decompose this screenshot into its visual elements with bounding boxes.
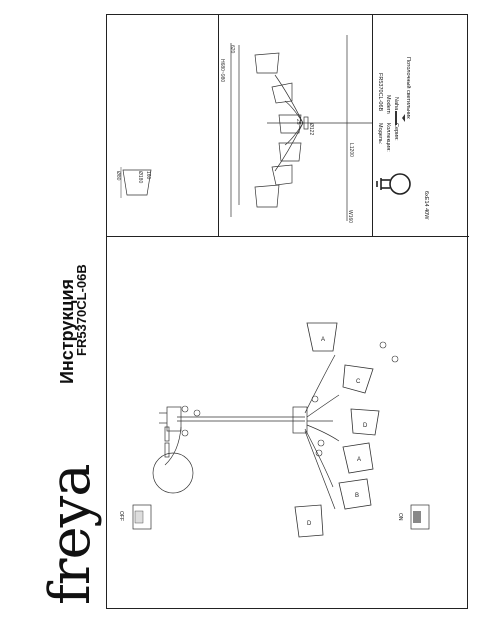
switch-on-label: ON bbox=[397, 513, 403, 521]
spec-type-value: Потолочный светильник bbox=[405, 57, 411, 119]
document-model-code: FR5370CL-06B bbox=[74, 264, 89, 356]
dimension-length: L1200 bbox=[348, 143, 354, 157]
drawing-frame: H680~980 620 L1200 W160 Ø122 25 160 Ø180… bbox=[106, 14, 469, 609]
shade-detail bbox=[120, 167, 152, 198]
shade-label: B bbox=[355, 493, 359, 499]
section-divider bbox=[218, 15, 219, 236]
shade bbox=[254, 52, 302, 208]
shade-label: D bbox=[363, 423, 368, 429]
ceiling-lamp-icon bbox=[395, 111, 405, 125]
shade-bottom-label: Ø180 bbox=[137, 171, 143, 184]
light-bulb-icon bbox=[376, 173, 411, 195]
shade-top-label: Ø80 bbox=[115, 171, 121, 181]
shade-label: D bbox=[307, 521, 312, 527]
spec-collection-value: Modern bbox=[385, 95, 391, 114]
section-divider bbox=[372, 15, 373, 236]
shade-label: A bbox=[321, 337, 325, 343]
dimension-canopy-height: 25 bbox=[295, 119, 301, 125]
spec-model-value: FR5370CL-06B bbox=[377, 73, 383, 112]
dimension-total-height: H680~980 bbox=[219, 59, 225, 83]
spec-series-label: Серия: bbox=[393, 123, 399, 141]
brand-logo: freya bbox=[38, 464, 103, 605]
dimension-height: 620 bbox=[229, 45, 235, 54]
assembly-diagram: A C D A B D OFF ON bbox=[118, 322, 430, 538]
bulb-spec: 6xE14 40W bbox=[423, 191, 429, 220]
shade-label: C bbox=[356, 379, 361, 385]
spec-collection-label: Коллекция: bbox=[385, 123, 391, 152]
shade-label: A bbox=[357, 457, 361, 463]
switch-off-label: OFF bbox=[118, 511, 124, 521]
spec-model-label: Модель: bbox=[377, 123, 383, 145]
shade-height-label: 160 bbox=[145, 171, 151, 180]
dimension-drawing bbox=[230, 35, 372, 221]
spec-series-value: Naha bbox=[393, 97, 399, 111]
shade bbox=[294, 322, 380, 538]
dimension-canopy-diameter: Ø122 bbox=[308, 123, 314, 136]
section-divider bbox=[107, 236, 469, 237]
dimension-width: W160 bbox=[347, 210, 353, 224]
